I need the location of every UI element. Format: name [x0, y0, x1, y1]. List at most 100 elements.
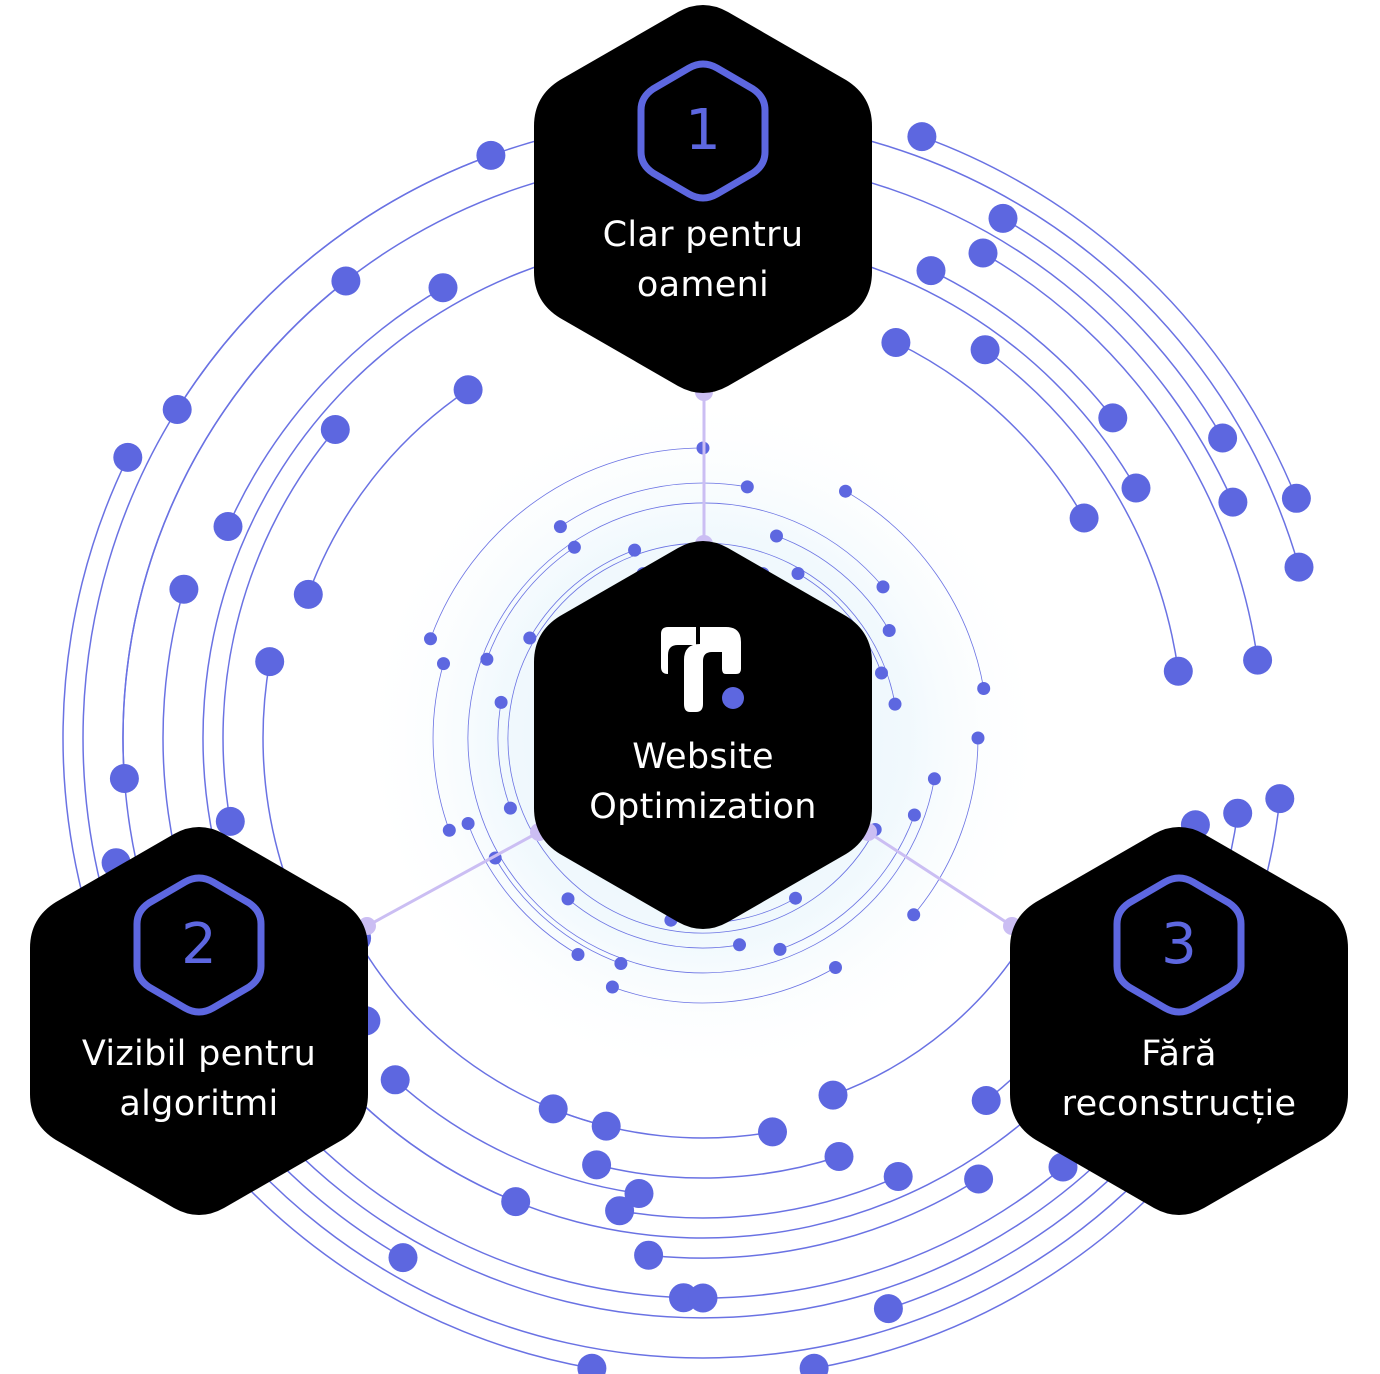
orbit-dot [839, 484, 852, 498]
orbit-dot [591, 1111, 621, 1141]
orbit-dot [628, 543, 642, 557]
orbit-dot [293, 579, 323, 609]
node-2-number: 2 [181, 912, 217, 977]
orbit-dot [970, 335, 1000, 365]
orbit-arc [494, 857, 622, 964]
node-1-number-hexagon-outline [637, 60, 769, 202]
orbit-arc [982, 252, 1259, 661]
orbit-dot [773, 942, 787, 956]
orbit-arc [430, 447, 704, 639]
orbit-dot [605, 1196, 635, 1226]
orbit-dot [437, 657, 450, 671]
orbit-dot [215, 806, 245, 836]
orbit-dot [255, 647, 285, 677]
orbit-dot [1265, 784, 1295, 814]
node-1-title-line1: Clar pentru [602, 215, 804, 255]
node-1-number: 1 [685, 98, 721, 163]
node-connector-line [366, 830, 540, 928]
orbit-arc [984, 349, 1180, 672]
orbit-dot [571, 948, 585, 961]
orbit-dot [888, 697, 902, 711]
orbit-arc [507, 542, 896, 934]
orbit-arc [930, 269, 1114, 419]
website-optimization-logo-icon [661, 627, 744, 712]
orbit-dot [927, 772, 941, 786]
orbit-dot [791, 567, 805, 580]
node-2: 2 Vizibil pentru algoritmi [24, 826, 374, 1216]
orbit-arc [779, 814, 915, 950]
orbit-arc [913, 737, 979, 916]
orbit-dot [388, 1243, 418, 1273]
orbit-dot [476, 140, 506, 170]
node-3-hexagon [1010, 827, 1348, 1215]
orbit-dot [523, 631, 537, 645]
orbit-arc [567, 898, 740, 949]
orbit-dot [453, 375, 483, 405]
node-connector-line [867, 830, 1013, 928]
orbit-dot [113, 442, 143, 472]
orbit-dot [480, 652, 494, 666]
orbit-dot [876, 580, 890, 594]
orbit-dot [494, 695, 508, 709]
orbit-dot [1121, 473, 1151, 503]
orbit-dot [688, 1283, 718, 1313]
orbit-dot [461, 817, 475, 830]
orbit-arc [596, 1155, 840, 1179]
orbit-dot [1098, 403, 1128, 433]
orbit-dot [916, 256, 946, 286]
orbit-dot [1281, 483, 1311, 513]
node-3-number-hexagon-outline [1113, 874, 1245, 1016]
orbit-dot [213, 512, 243, 541]
orbit-dot [733, 938, 746, 952]
orbit-arc [648, 1178, 979, 1259]
orbit-dot [770, 529, 783, 543]
orbit-dot [634, 1240, 664, 1270]
orbit-arc [1002, 217, 1224, 439]
orbit-dot [907, 908, 921, 922]
orbit-dot [538, 1094, 568, 1124]
orbit-dot [503, 801, 517, 815]
orbit-dot [1284, 552, 1314, 582]
orbit-arc [552, 1108, 773, 1139]
orbit-dot [1218, 487, 1248, 517]
node-1: 1 Clar pentru oameni [528, 4, 878, 394]
orbit-dot [169, 574, 199, 604]
node-1-title-line2: oameni [636, 265, 770, 305]
node-3: 3 Fără reconstrucție [1004, 826, 1354, 1216]
orbit-dot [1243, 645, 1273, 675]
orbit-arc [467, 823, 579, 955]
orbit-dot [1208, 423, 1238, 453]
orbit-arc [432, 663, 450, 831]
orbit-arc [895, 341, 1085, 519]
node-2-title-line2: algoritmi [119, 1084, 279, 1124]
orbit-dot [320, 415, 350, 444]
orbit-dot [442, 823, 456, 837]
orbit-arc [497, 702, 511, 809]
orbit-dot [873, 1294, 903, 1324]
node-2-number-hexagon-outline [133, 874, 265, 1016]
orbit-arc [222, 429, 336, 822]
orbit-dot [109, 764, 139, 793]
orbit-dot [818, 1080, 848, 1110]
orbit-dot [789, 891, 802, 905]
orbit-dot [977, 682, 991, 695]
node-2-hexagon [30, 827, 368, 1215]
orbit-arc [845, 490, 985, 689]
orbit-dot [882, 624, 896, 637]
orbit-dot [971, 731, 985, 745]
orbit-dot [964, 1164, 994, 1194]
orbit-arc [486, 546, 575, 660]
node-3-title-line1: Fără [1141, 1034, 1217, 1074]
orbit-dot [881, 328, 911, 357]
orbit-arc [921, 135, 1298, 499]
orbit-dot [971, 1086, 1001, 1115]
orbit-dot [380, 1065, 410, 1095]
orbit-dot [614, 957, 628, 970]
orbit-dot [501, 1187, 531, 1217]
orbit-dot [1069, 503, 1099, 533]
center-title-line1: Website [632, 737, 774, 777]
orbit-arc [776, 535, 890, 631]
orbit-dot [582, 1150, 612, 1180]
orbit-dot [988, 203, 1018, 233]
